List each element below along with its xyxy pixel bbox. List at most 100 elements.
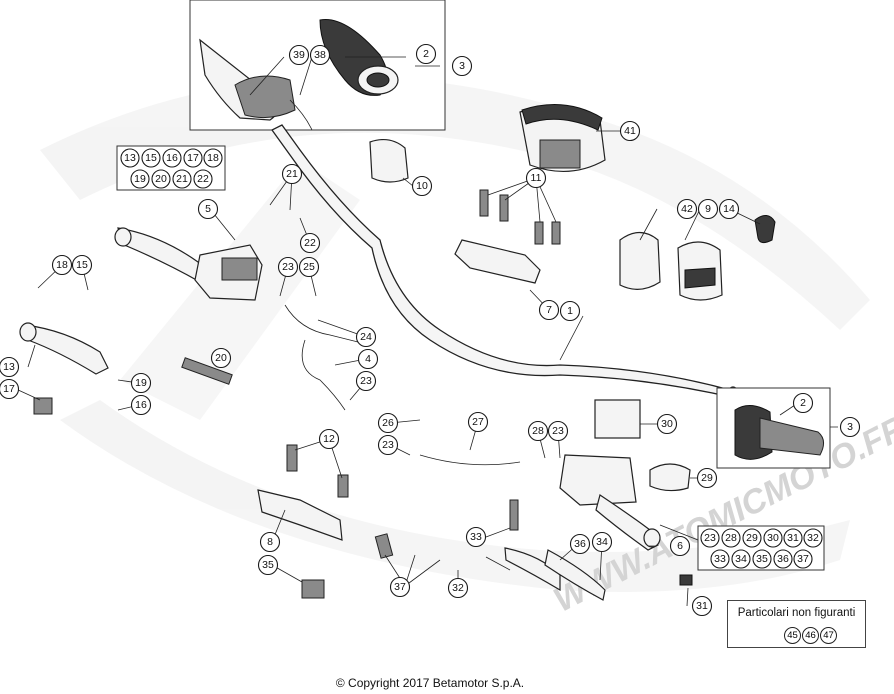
callout-7: 7 — [538, 299, 560, 321]
svg-text:34: 34 — [596, 536, 608, 548]
callout-13: 13 — [0, 356, 20, 378]
callout-26: 26 — [377, 412, 399, 434]
bar-pad-drawing — [519, 104, 606, 173]
svg-text:7: 7 — [546, 304, 552, 316]
callout-34: 34 — [591, 531, 613, 553]
switch-assembly-drawing — [369, 138, 776, 301]
svg-text:16: 16 — [166, 152, 178, 164]
svg-text:23: 23 — [382, 439, 394, 451]
note-ref: 46 — [802, 627, 819, 644]
svg-text:18: 18 — [207, 152, 219, 164]
callout-20: 20 — [210, 347, 232, 369]
svg-text:17: 17 — [187, 152, 199, 164]
callout-31: 31 — [691, 595, 713, 617]
svg-text:2: 2 — [423, 48, 429, 60]
bar-clamps-drawing — [257, 189, 561, 541]
callout-41: 41 — [619, 120, 641, 142]
svg-text:20: 20 — [215, 352, 227, 364]
callout-15: 15 — [71, 254, 93, 276]
svg-text:6: 6 — [677, 540, 683, 552]
svg-text:15: 15 — [145, 152, 157, 164]
svg-text:30: 30 — [767, 532, 779, 544]
svg-text:42: 42 — [681, 203, 693, 215]
svg-text:36: 36 — [574, 538, 586, 550]
callout-28: 28 — [527, 420, 549, 442]
callout-3: 3 — [451, 55, 473, 77]
svg-text:38: 38 — [314, 49, 326, 61]
svg-text:32: 32 — [807, 532, 819, 544]
callout-5: 5 — [197, 198, 219, 220]
svg-text:22: 22 — [197, 173, 209, 185]
svg-text:41: 41 — [624, 125, 636, 137]
callout-23: 23 — [277, 256, 299, 278]
callout-2: 2 — [415, 43, 437, 65]
front-brake-pump-drawing — [374, 399, 693, 601]
svg-text:10: 10 — [416, 180, 428, 192]
svg-text:15: 15 — [76, 259, 88, 271]
svg-text:31: 31 — [787, 532, 799, 544]
svg-text:14: 14 — [723, 203, 735, 215]
svg-text:36: 36 — [777, 553, 789, 565]
svg-text:3: 3 — [459, 60, 465, 72]
callout-3: 3 — [839, 416, 861, 438]
callout-19: 19 — [130, 372, 152, 394]
callout-9: 9 — [697, 198, 719, 220]
callout-38: 38 — [309, 44, 331, 66]
callout-23: 23 — [355, 370, 377, 392]
svg-text:18: 18 — [56, 259, 68, 271]
svg-text:23: 23 — [552, 425, 564, 437]
right-pump-kit-group: 23 28 29 30 31 32 33 34 35 36 37 — [697, 525, 825, 571]
callout-24: 24 — [355, 326, 377, 348]
svg-text:35: 35 — [262, 559, 274, 571]
leader-lines — [15, 56, 838, 607]
svg-text:29: 29 — [701, 472, 713, 484]
callout-21: 21 — [281, 163, 303, 185]
callout-16: 16 — [130, 394, 152, 416]
callout-6: 6 — [669, 535, 691, 557]
callout-35: 35 — [257, 554, 279, 576]
callout-2: 2 — [792, 392, 814, 414]
svg-text:4: 4 — [365, 353, 371, 365]
svg-text:27: 27 — [472, 416, 484, 428]
throttle-grip-drawing — [199, 18, 399, 131]
callout-30: 30 — [656, 413, 678, 435]
svg-text:21: 21 — [286, 168, 298, 180]
callout-18: 18 — [51, 254, 73, 276]
svg-text:17: 17 — [3, 383, 15, 395]
callout-37: 37 — [389, 576, 411, 598]
callout-29: 29 — [696, 467, 718, 489]
brake-hose-drawing — [181, 304, 521, 466]
callout-32: 32 — [447, 577, 469, 599]
callout-39: 39 — [288, 44, 310, 66]
clutch-lever-drawing — [19, 227, 325, 599]
callout-23: 23 — [377, 434, 399, 456]
callout-10: 10 — [411, 175, 433, 197]
callout-33: 33 — [465, 526, 487, 548]
svg-text:9: 9 — [705, 203, 711, 215]
svg-text:28: 28 — [532, 425, 544, 437]
note-ref: 45 — [784, 627, 801, 644]
svg-text:13: 13 — [3, 361, 15, 373]
right-grip-drawing — [716, 387, 831, 469]
svg-text:33: 33 — [714, 553, 726, 565]
svg-text:16: 16 — [135, 399, 147, 411]
callout-23: 23 — [547, 420, 569, 442]
callout-1: 1 — [559, 300, 581, 322]
svg-text:19: 19 — [134, 173, 146, 185]
svg-text:3: 3 — [847, 421, 853, 433]
callout-8: 8 — [259, 531, 281, 553]
callout-11: 11 — [525, 167, 547, 189]
callout-22: 22 — [299, 232, 321, 254]
note-ref: 47 — [820, 627, 837, 644]
callout-17: 17 — [0, 378, 20, 400]
svg-text:20: 20 — [155, 173, 167, 185]
svg-text:22: 22 — [304, 237, 316, 249]
svg-text:37: 37 — [394, 581, 406, 593]
svg-text:29: 29 — [746, 532, 758, 544]
svg-text:23: 23 — [704, 532, 716, 544]
svg-text:25: 25 — [303, 261, 315, 273]
svg-text:12: 12 — [323, 433, 335, 445]
